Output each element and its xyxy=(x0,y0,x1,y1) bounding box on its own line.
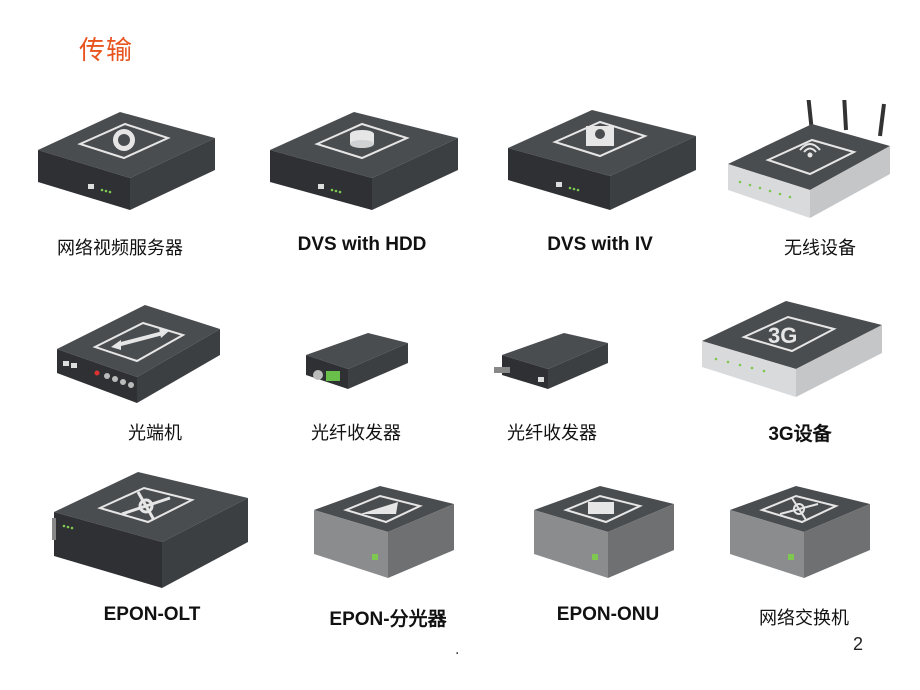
device-label: 光纤收发器 xyxy=(507,423,597,444)
device-label: 光纤收发器 xyxy=(311,423,401,444)
device-optical-transceiver: 光端机 xyxy=(55,285,255,455)
device-label: EPON-OLT xyxy=(103,604,201,625)
footer-mark: . xyxy=(455,642,460,658)
3g-device-icon: 3G xyxy=(702,301,882,397)
device-label: 网络视频服务器 xyxy=(57,238,183,259)
device-label: 光端机 xyxy=(128,423,182,444)
network-switch-icon xyxy=(730,486,870,578)
fiber-transceiver-bnc-icon xyxy=(306,333,408,389)
device-3g: 3G 3G设备 xyxy=(700,285,900,455)
device-epon-onu: EPON-ONU xyxy=(508,470,708,640)
device-epon-olt: EPON-OLT xyxy=(52,470,252,640)
device-label: DVS with IV xyxy=(547,234,653,255)
optical-transceiver-icon xyxy=(57,305,220,403)
dvs-hdd-icon xyxy=(270,112,458,210)
epon-onu-icon xyxy=(534,486,674,578)
device-fiber-transceiver: 光纤收发器 xyxy=(452,285,652,455)
device-label: 无线设备 xyxy=(784,238,856,259)
device-network-switch: 网络交换机 xyxy=(704,470,904,640)
fiber-transceiver-icon xyxy=(494,333,608,389)
device-epon-splitter: EPON-分光器 xyxy=(288,470,488,640)
video-server-icon xyxy=(38,112,215,210)
device-dvs-iv: DVS with IV xyxy=(500,100,700,270)
epon-splitter-icon xyxy=(314,486,454,578)
device-video-server: 网络视频服务器 xyxy=(20,100,220,270)
svg-text:3G: 3G xyxy=(768,323,797,348)
page-number: 2 xyxy=(853,634,864,654)
device-label: 网络交换机 xyxy=(759,608,849,629)
device-label: DVS with HDD xyxy=(297,234,427,255)
device-wireless: 无线设备 xyxy=(720,100,920,270)
slide-title: 传输 xyxy=(79,36,134,66)
device-label: 3G设备 xyxy=(768,424,832,445)
device-dvs-hdd: DVS with HDD xyxy=(262,100,462,270)
device-fiber-transceiver-bnc: 光纤收发器 xyxy=(256,285,456,455)
wireless-device-icon xyxy=(728,100,890,218)
epon-olt-icon xyxy=(52,472,248,588)
device-label: EPON-ONU xyxy=(556,604,660,625)
device-label: EPON-分光器 xyxy=(329,609,447,630)
dvs-iv-icon xyxy=(508,110,696,210)
